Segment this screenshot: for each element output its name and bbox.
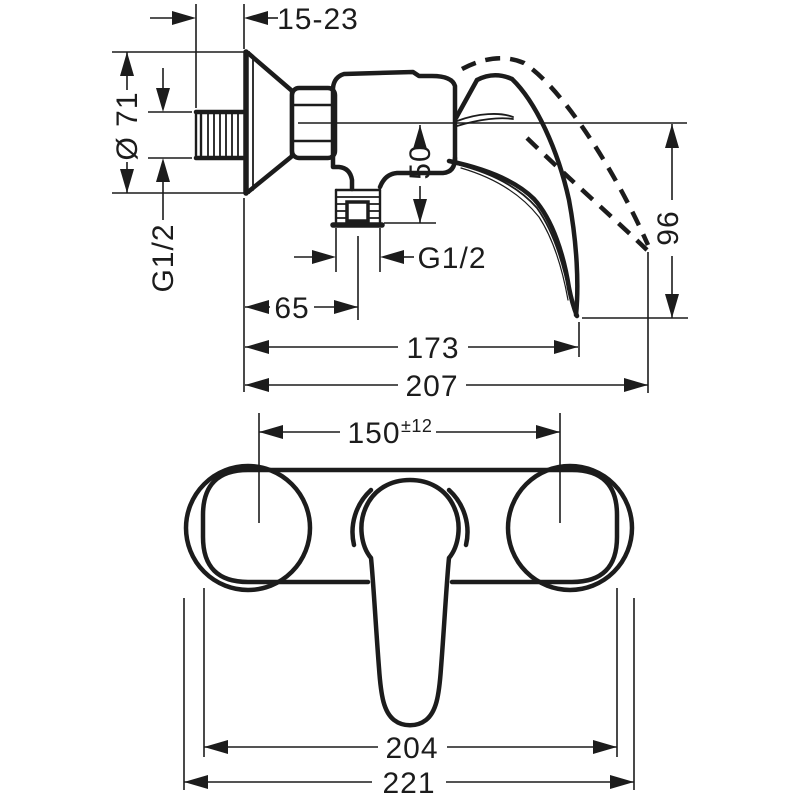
- front-view: 150 ±12 204 221: [183, 413, 635, 800]
- handle-paddle-edge: [456, 113, 514, 122]
- dim-handle-reach: 173: [245, 322, 580, 365]
- handle-socket-arc-left: [350, 487, 374, 548]
- escutcheon-left: [183, 463, 313, 593]
- dim-connection-centers: 150 ±12: [258, 413, 561, 523]
- handle-socket-arc-right: [446, 487, 470, 548]
- dim-label-handle-height: 96: [652, 210, 685, 245]
- mixer-body-front: [200, 467, 620, 585]
- dim-label-outlet-drop: 50: [404, 144, 437, 179]
- dim-wall-distance: 15-23: [150, 3, 359, 108]
- dim-label-connection-tolerance: ±12: [401, 416, 432, 436]
- dim-label-wall-distance: 15-23: [277, 3, 359, 36]
- dim-label-body-width: 204: [385, 732, 438, 765]
- dim-label-escutcheon-diameter: Ø 71: [111, 91, 144, 160]
- dim-label-max-reach: 207: [405, 370, 458, 403]
- dim-overall-width: 221: [183, 598, 635, 800]
- inlet-pipe: [193, 109, 246, 161]
- dim-label-outlet-thread: G1/2: [417, 242, 486, 275]
- outlet-connector: [330, 188, 385, 228]
- escutcheon: [243, 49, 294, 196]
- dim-outlet-thread: G1/2: [294, 228, 486, 320]
- lever-handle-raised: [460, 56, 651, 252]
- dim-label-inlet-thread: G1/2: [147, 223, 180, 292]
- dim-max-reach: 207: [245, 252, 649, 403]
- dim-inlet-thread: G1/2: [147, 68, 192, 293]
- dim-outlet-offset: 65: [245, 292, 358, 325]
- dim-handle-height: 96: [582, 124, 688, 319]
- lever-handle-front: [359, 477, 461, 728]
- dim-label-connection-centers: 150: [347, 417, 400, 450]
- side-view: 15-23 Ø 71 G1/2: [111, 3, 688, 403]
- dim-escutcheon-diameter: Ø 71: [111, 51, 250, 194]
- dim-label-handle-reach: 173: [406, 332, 459, 365]
- dim-label-outlet-offset: 65: [274, 292, 309, 325]
- dim-body-width: 204: [203, 588, 618, 765]
- lever-handle-side: [446, 73, 580, 319]
- dim-label-overall-width: 221: [382, 767, 435, 800]
- valve-body: [330, 69, 458, 192]
- escutcheon-right: [505, 463, 635, 593]
- dim-outlet-drop: 50: [384, 125, 437, 224]
